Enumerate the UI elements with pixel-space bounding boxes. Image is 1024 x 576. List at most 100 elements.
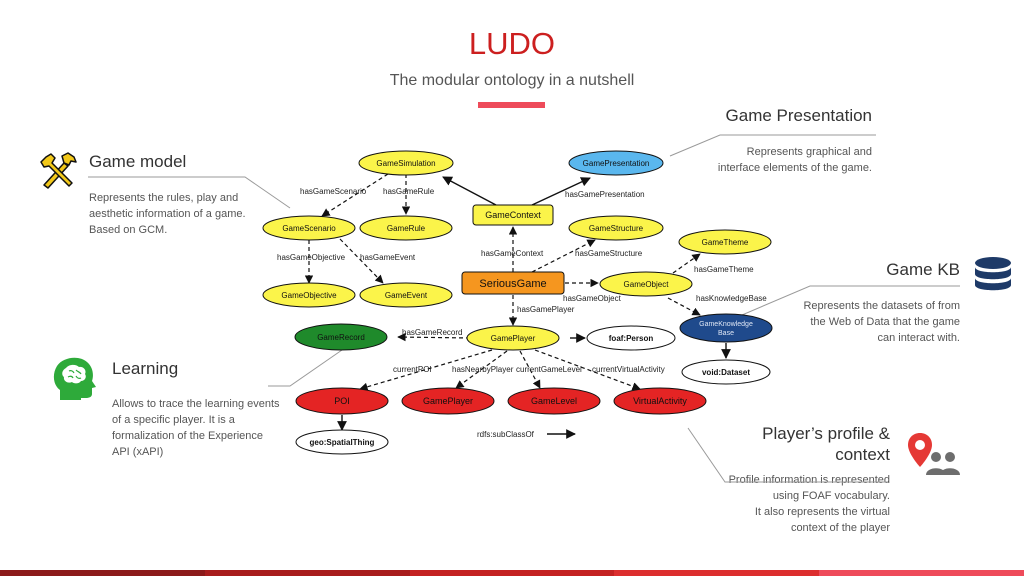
node-label: GameObjective <box>281 291 337 300</box>
node-label: GameRecord <box>317 333 365 342</box>
edge-label: hasKnowledgeBase <box>696 294 767 303</box>
text-line: can interact with. <box>877 332 960 344</box>
users-icon <box>926 452 960 475</box>
text-line: aesthetic information of a game. <box>89 208 246 220</box>
edge-label: hasGameScenario <box>300 187 367 196</box>
bottom-accent-bar <box>0 570 1024 576</box>
learning-text: Allows to trace the learning events of a… <box>112 396 280 460</box>
node-label: GamePresentation <box>583 159 650 168</box>
node-label: GameLevel <box>531 396 577 406</box>
node-label: GamePlayer <box>491 334 536 343</box>
game-model-text: Represents the rules, play and aesthetic… <box>89 190 246 238</box>
node-label: foaf:Person <box>609 334 654 343</box>
node-serious-game: SeriousGame <box>461 271 565 295</box>
edge-label: hasGameRule <box>383 187 435 196</box>
node-geo-spatial-thing: geo:SpatialThing <box>295 429 389 455</box>
edge-label: hasGameTheme <box>694 265 754 274</box>
edge-label: hasGamePlayer <box>517 305 575 314</box>
tools-icon <box>40 152 77 189</box>
edge-label: hasGameStructure <box>575 249 643 258</box>
text-line: using FOAF vocabulary. <box>772 490 890 502</box>
edge-label: hasGameObject <box>563 294 622 303</box>
edge-label: currentVirtualActivity <box>592 365 665 374</box>
node-label: GameObject <box>624 280 670 289</box>
game-model-heading: Game model <box>89 152 187 171</box>
node-game-structure: GameStructure <box>568 215 664 241</box>
edge-label: currentGameLevel <box>516 365 582 374</box>
subclass-edges <box>337 176 731 439</box>
database-icon <box>975 257 1011 291</box>
node-label: GameSimulation <box>376 159 435 168</box>
node-game-record: GameRecord <box>294 323 388 351</box>
node-game-player: GamePlayer <box>466 325 560 351</box>
node-label: geo:SpatialThing <box>310 438 375 447</box>
text-line: context of the player <box>790 522 890 534</box>
node-poi: POI <box>295 387 389 415</box>
node-game-knowledge-base: GameKnowledge Base <box>679 313 773 343</box>
page-subtitle: The modular ontology in a nutshell <box>389 72 635 89</box>
node-label: SeriousGame <box>479 278 546 290</box>
callout-lines <box>88 134 960 483</box>
text-line: formalization of the Experience <box>112 430 264 442</box>
node-game-player-sub: GamePlayer <box>401 387 495 415</box>
players-profile-text: Profile information is represented using… <box>729 472 890 536</box>
heading-line: Player’s profile & <box>762 424 890 443</box>
edge-label: hasGameEvent <box>360 253 416 262</box>
edge-label: hasGameContext <box>481 249 544 258</box>
title-underline <box>478 102 545 108</box>
text-line: Profile information is represented <box>728 474 890 486</box>
node-game-scenario: GameScenario <box>262 215 356 241</box>
legend-label: rdfs:subClassOf <box>477 430 535 439</box>
text-line: Represents the rules, play and <box>89 192 239 204</box>
game-kb-text: Represents the datasets of from the Web … <box>803 298 960 346</box>
game-presentation-text: Represents graphical and interface eleme… <box>718 144 872 176</box>
node-game-objective: GameObjective <box>262 282 356 308</box>
node-label: GameContext <box>485 210 541 220</box>
text-line: the Web of Data that the game <box>810 316 960 328</box>
node-game-object: GameObject <box>599 271 693 297</box>
node-void-dataset: void:Dataset <box>681 359 771 385</box>
node-label: GameRule <box>387 224 426 233</box>
node-game-simulation: GameSimulation <box>358 150 454 176</box>
edge-label: hasGameObjective <box>277 253 346 262</box>
text-line: Represents graphical and <box>746 146 872 158</box>
node-game-theme: GameTheme <box>678 229 772 255</box>
learning-heading: Learning <box>112 359 179 378</box>
game-presentation-heading: Game Presentation <box>725 106 872 125</box>
node-game-event: GameEvent <box>359 282 453 308</box>
edge-label: hasGamePresentation <box>565 190 645 199</box>
edge-label: currentPOI <box>393 365 432 374</box>
text-line: Allows to trace the learning events <box>112 398 280 410</box>
node-game-level: GameLevel <box>507 387 601 415</box>
game-kb-heading: Game KB <box>886 260 960 279</box>
node-game-rule: GameRule <box>359 215 453 241</box>
text-line: of a specific player. It is a <box>112 414 235 426</box>
text-line: Represents the datasets of from <box>803 300 960 312</box>
heading-line: context <box>835 445 890 464</box>
text-line: It also represents the virtual <box>754 506 890 518</box>
node-label: VirtualActivity <box>633 396 687 406</box>
page-title: LUDO <box>468 26 556 61</box>
node-label: GameTheme <box>702 238 749 247</box>
node-label: Base <box>718 330 734 337</box>
edge-label: hasGameRecord <box>402 328 462 337</box>
text-line: Based on GCM. <box>89 224 168 236</box>
node-label: POI <box>334 396 350 406</box>
node-label: GameKnowledge <box>699 321 753 328</box>
node-game-presentation: GamePresentation <box>568 150 664 176</box>
node-label: void:Dataset <box>702 368 750 377</box>
node-virtual-activity: VirtualActivity <box>613 387 707 415</box>
node-foaf-person: foaf:Person <box>586 325 676 351</box>
location-pin-icon <box>908 433 932 467</box>
node-label: GameStructure <box>589 224 644 233</box>
node-game-context: GameContext <box>472 204 554 226</box>
edge-labels: hasGameScenario hasGameRule hasGamePrese… <box>277 187 767 374</box>
edge-label: hasNearbyPlayer <box>452 365 514 374</box>
node-label: GameEvent <box>385 291 428 300</box>
text-line: API (xAPI) <box>112 446 164 458</box>
node-label: GameScenario <box>282 224 336 233</box>
property-edges <box>304 173 701 391</box>
text-line: interface elements of the game. <box>717 162 872 174</box>
node-label: GamePlayer <box>423 396 473 406</box>
